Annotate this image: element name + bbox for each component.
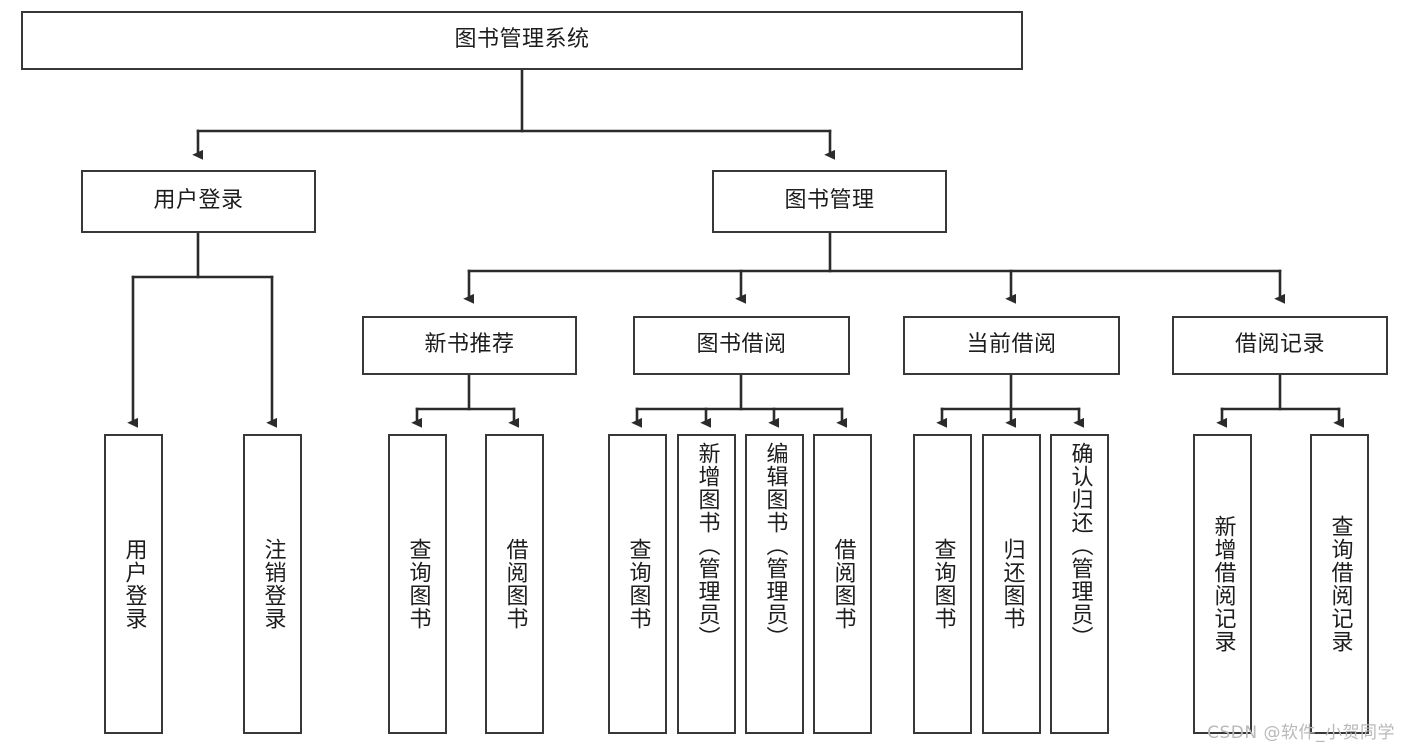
node-root-system[interactable]: 图书管理系统 — [21, 11, 1023, 70]
node-label-leaf-user-login: 用户登录 — [121, 538, 147, 630]
node-label-leaf-add-book: 新增图书（管理员） — [694, 442, 720, 649]
node-leaf-edit-book[interactable]: 编辑图书（管理员） — [745, 434, 804, 734]
node-borrow-record[interactable]: 借阅记录 — [1172, 316, 1388, 375]
node-label-leaf-borrow-book-1: 借阅图书 — [502, 538, 528, 630]
node-book-borrow[interactable]: 图书借阅 — [633, 316, 850, 375]
node-label-user-login: 用户登录 — [153, 188, 244, 214]
node-label-leaf-query-book-2: 查询图书 — [625, 538, 651, 630]
node-label-borrow-record: 借阅记录 — [1234, 332, 1325, 358]
node-user-login[interactable]: 用户登录 — [81, 170, 316, 233]
node-label-current-borrow: 当前借阅 — [966, 332, 1057, 358]
node-leaf-query-book-3[interactable]: 查询图书 — [913, 434, 972, 734]
node-leaf-query-record[interactable]: 查询借阅记录 — [1310, 434, 1369, 734]
node-leaf-add-book[interactable]: 新增图书（管理员） — [677, 434, 736, 734]
node-book-management[interactable]: 图书管理 — [712, 170, 947, 233]
node-label-leaf-return-book: 归还图书 — [999, 538, 1025, 630]
node-label-leaf-query-book-3: 查询图书 — [930, 538, 956, 630]
node-leaf-borrow-book-1[interactable]: 借阅图书 — [485, 434, 544, 734]
node-leaf-logout-login[interactable]: 注销登录 — [243, 434, 302, 734]
node-current-borrow[interactable]: 当前借阅 — [903, 316, 1120, 375]
node-leaf-user-login[interactable]: 用户登录 — [104, 434, 163, 734]
node-label-root: 图书管理系统 — [454, 27, 590, 53]
node-leaf-borrow-book-2[interactable]: 借阅图书 — [813, 434, 872, 734]
node-label-leaf-logout-login: 注销登录 — [260, 538, 286, 630]
node-label-leaf-confirm-return: 确认归还（管理员） — [1067, 442, 1093, 649]
node-leaf-add-record[interactable]: 新增借阅记录 — [1193, 434, 1252, 734]
node-label-book-borrow: 图书借阅 — [696, 332, 787, 358]
node-label-leaf-borrow-book-2: 借阅图书 — [830, 538, 856, 630]
node-new-book-recommend[interactable]: 新书推荐 — [362, 316, 577, 375]
node-leaf-query-book-2[interactable]: 查询图书 — [608, 434, 667, 734]
node-leaf-return-book[interactable]: 归还图书 — [982, 434, 1041, 734]
node-label-leaf-edit-book: 编辑图书（管理员） — [762, 442, 788, 649]
watermark-csdn: CSDN @软件_小贺同学 — [1207, 723, 1395, 743]
node-label-leaf-add-record: 新增借阅记录 — [1210, 515, 1236, 653]
node-label-book-management: 图书管理 — [784, 188, 875, 214]
node-label-leaf-query-record: 查询借阅记录 — [1327, 515, 1353, 653]
node-label-new-book-recommend: 新书推荐 — [424, 332, 515, 358]
node-leaf-confirm-return[interactable]: 确认归还（管理员） — [1050, 434, 1109, 734]
node-leaf-query-book-1[interactable]: 查询图书 — [388, 434, 447, 734]
node-label-leaf-query-book-1: 查询图书 — [405, 538, 431, 630]
